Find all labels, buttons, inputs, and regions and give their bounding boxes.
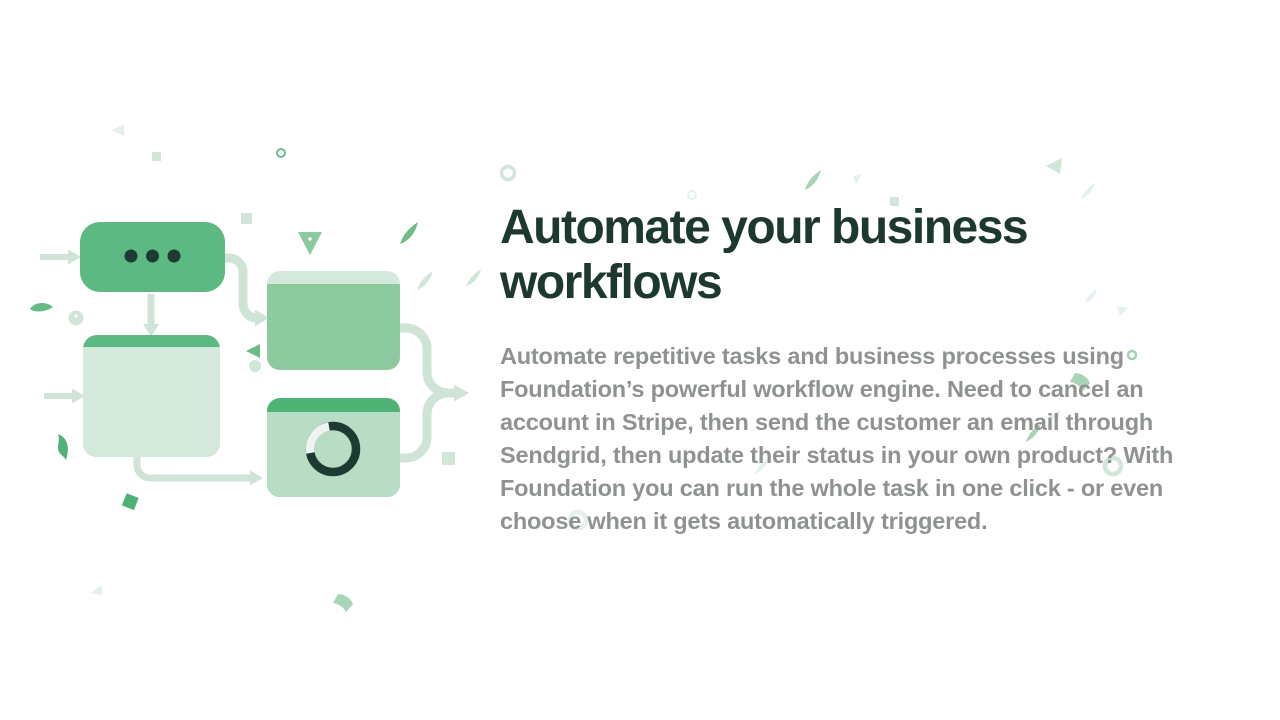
dot xyxy=(167,249,181,263)
arrow-step1-to-step3 xyxy=(133,457,250,482)
leaf-icon xyxy=(417,271,433,290)
triangle-icon xyxy=(722,245,731,255)
triangle-icon xyxy=(853,174,862,184)
ring-icon xyxy=(687,190,697,200)
leaf-icon xyxy=(1085,289,1097,303)
ring-icon xyxy=(567,509,589,531)
dot-icon xyxy=(68,310,84,326)
teardrop-icon xyxy=(30,303,53,312)
confetti-strong-group xyxy=(30,269,481,511)
dot xyxy=(146,249,159,263)
leaf-icon xyxy=(755,458,769,474)
ring-icon xyxy=(499,164,517,182)
arrow-trigger-to-step2 xyxy=(225,253,258,323)
step-node-1-body xyxy=(83,347,220,457)
ring-icon xyxy=(1126,349,1138,361)
step-node-2 xyxy=(267,271,400,370)
arrowhead-icon xyxy=(68,249,81,265)
step-node-3-body xyxy=(267,412,400,497)
arrowhead-icon xyxy=(454,384,469,402)
step-node-3 xyxy=(267,398,400,497)
loading-spinner-icon xyxy=(305,421,361,477)
leaf-icon xyxy=(400,222,418,244)
leaf-icon xyxy=(1081,183,1095,199)
step-node-2-body xyxy=(267,284,400,370)
confetti-medium-group xyxy=(246,170,1090,612)
hero-description: Automate repetitive tasks and business p… xyxy=(500,343,1174,534)
triangle-dot xyxy=(308,237,312,241)
leaf-icon xyxy=(805,170,821,190)
triangle-icon xyxy=(246,344,260,358)
arrowhead-icon xyxy=(255,309,269,327)
ring-icon xyxy=(1102,455,1124,477)
square-icon xyxy=(241,213,252,224)
triangle-icon xyxy=(1046,158,1062,174)
spinner-highlight xyxy=(305,422,331,454)
triangle-icon xyxy=(1117,306,1128,316)
confetti-light-group xyxy=(68,152,1062,465)
trigger-node xyxy=(80,222,225,292)
dot-icon xyxy=(249,360,261,372)
dot-hole xyxy=(74,314,78,318)
arrowhead-icon xyxy=(250,470,263,486)
page-title: Automate your business workflows xyxy=(500,201,1029,309)
confetti-rings-group xyxy=(276,148,1138,531)
arrowhead-icon xyxy=(143,324,159,337)
swoosh-leaf-icon xyxy=(58,434,68,460)
ring-icon xyxy=(276,148,286,158)
arrow-heads xyxy=(68,249,469,486)
hero-content: Automate your business workflows Automat… xyxy=(500,200,1180,538)
arc-strip-icon xyxy=(466,269,481,286)
diamond-icon xyxy=(121,493,139,511)
ellipsis-dots-icon xyxy=(124,249,181,263)
leaf-icon xyxy=(1026,424,1041,442)
square-icon xyxy=(152,152,161,161)
confetti-faint-group xyxy=(90,124,1128,595)
triangle-icon xyxy=(1048,410,1060,421)
arrowhead-icon xyxy=(72,388,85,404)
triangle-icon xyxy=(90,585,102,595)
workflow-arrows xyxy=(40,253,454,482)
arc-strip-icon xyxy=(1070,373,1090,391)
triangle-icon xyxy=(112,124,124,136)
square-icon xyxy=(890,197,899,206)
dot xyxy=(124,249,138,263)
triangle-down-icon xyxy=(298,232,322,255)
arrow-step2-merge xyxy=(400,323,454,398)
square-icon xyxy=(442,452,455,465)
step-node-1 xyxy=(83,335,220,457)
arc-strip-icon xyxy=(333,594,353,612)
arrow-step3-merge xyxy=(400,388,454,463)
